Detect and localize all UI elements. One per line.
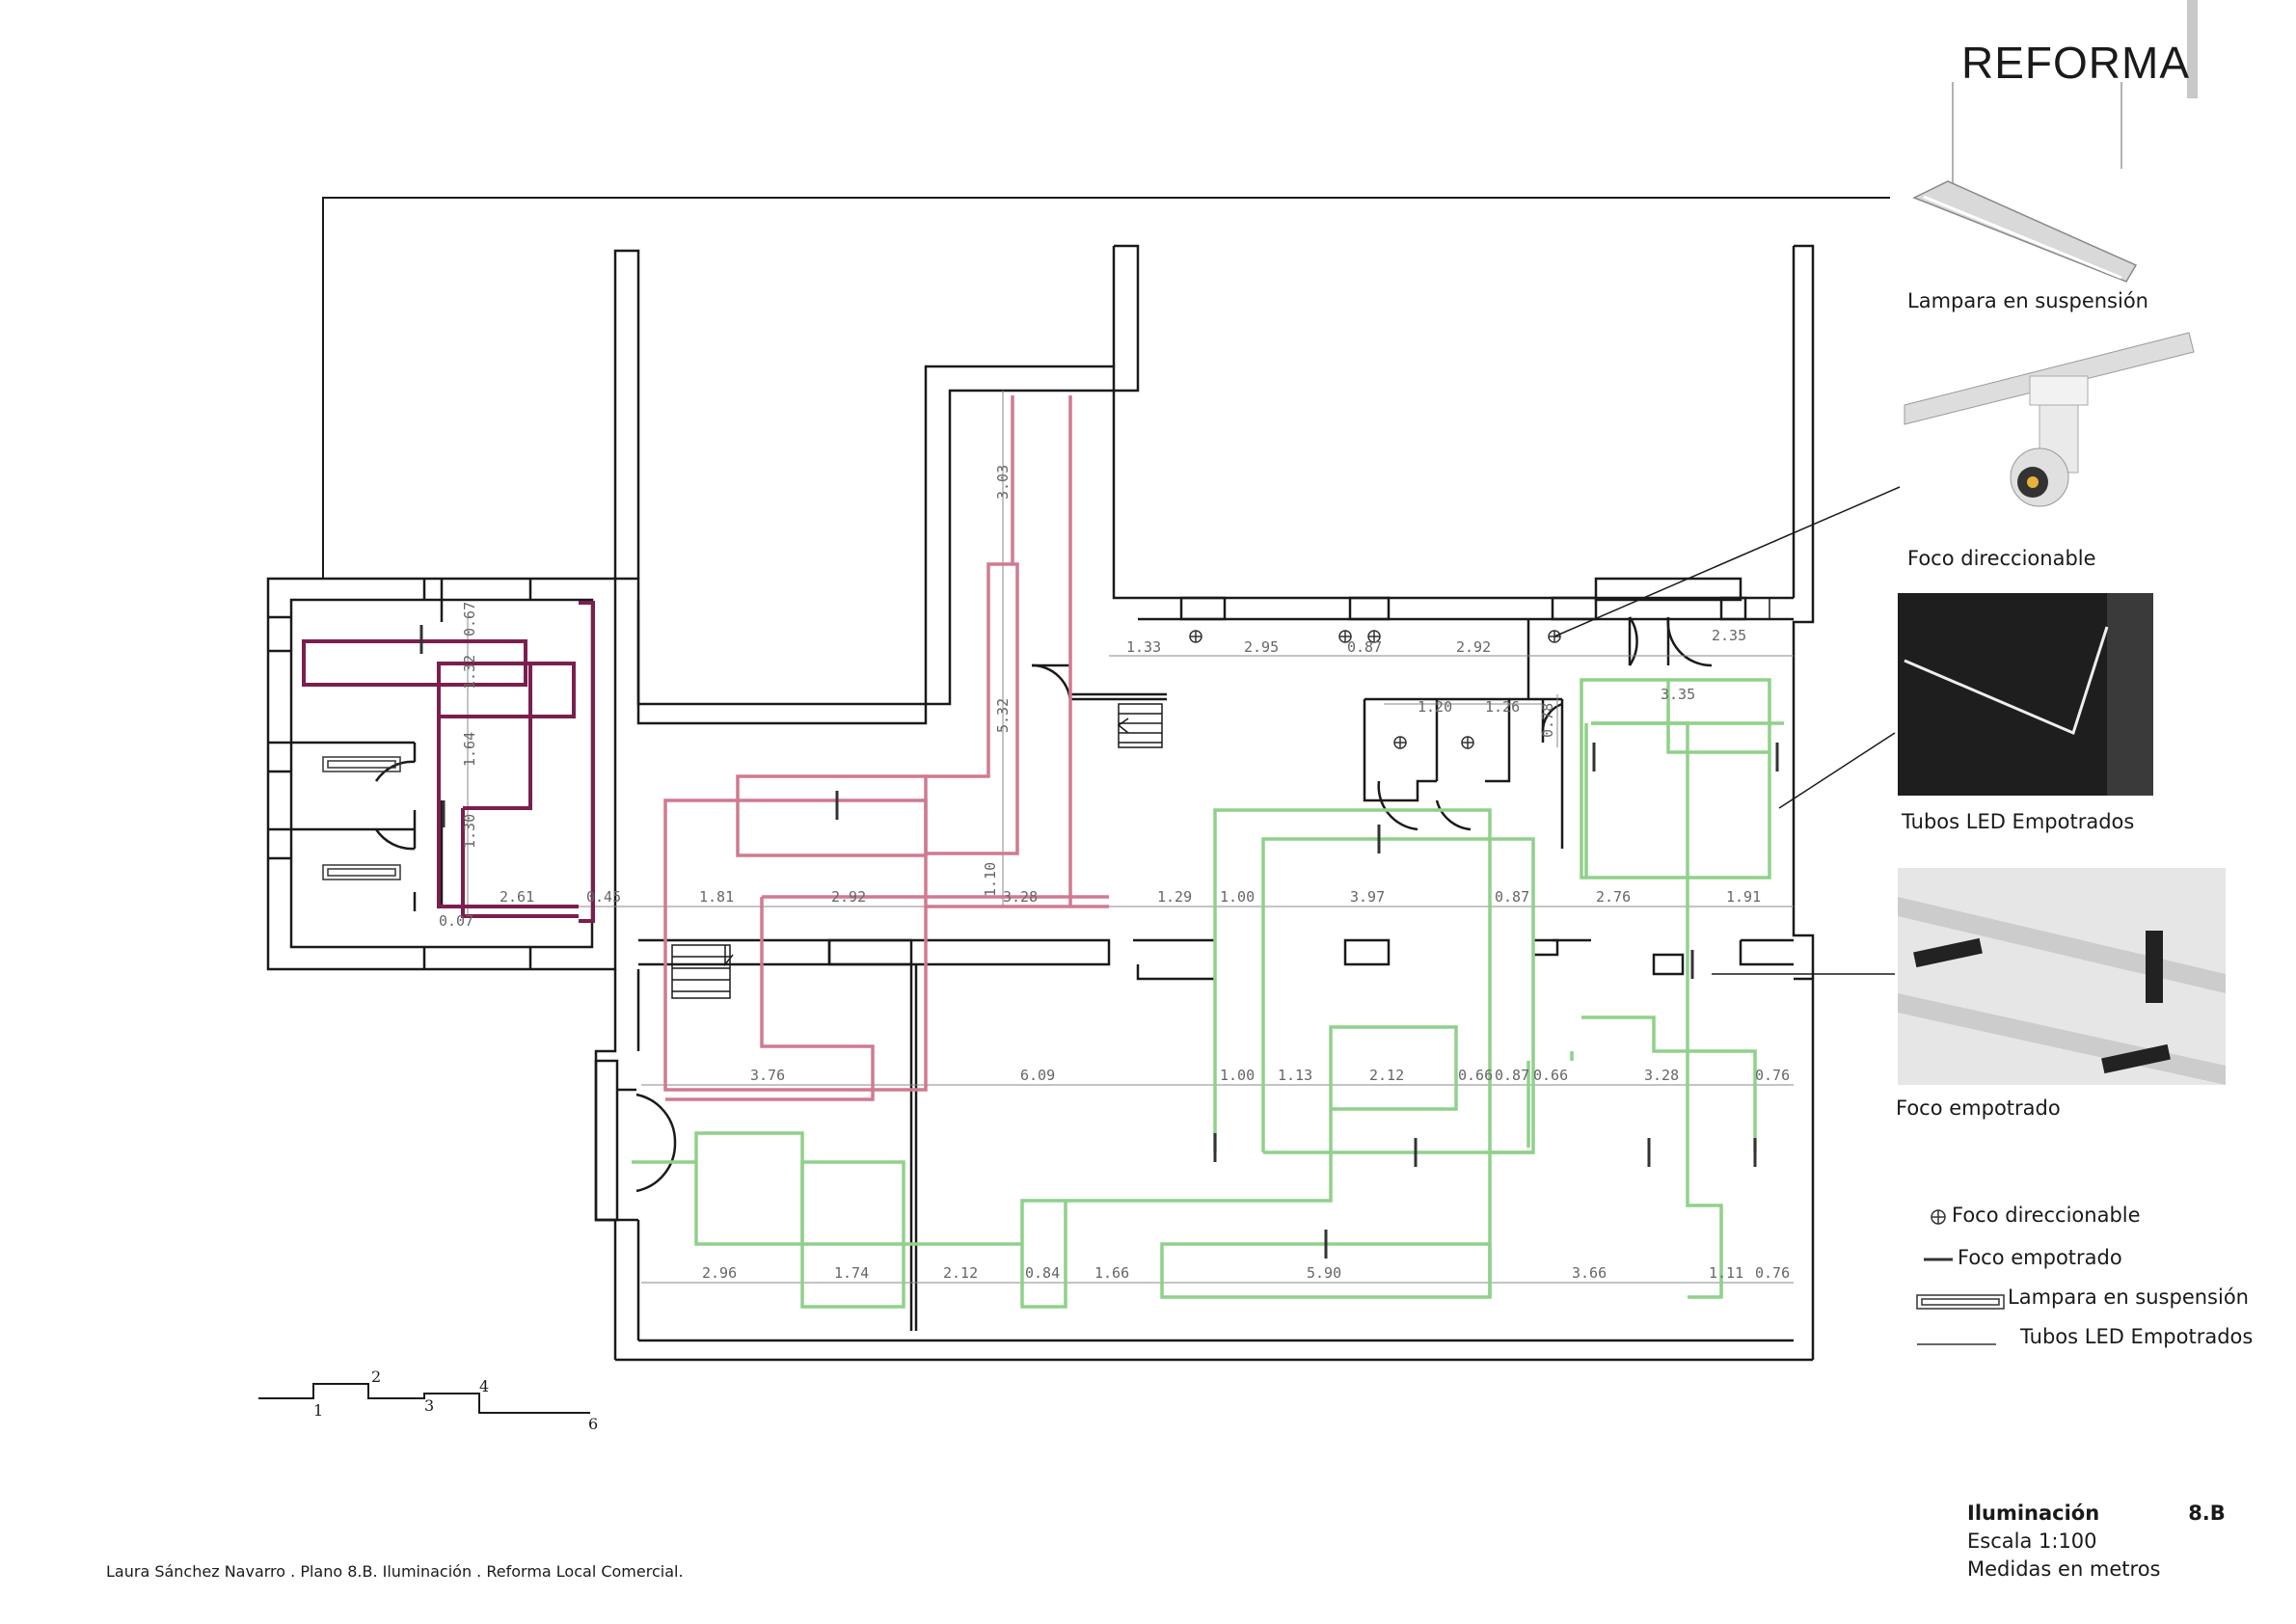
dimension-lines (439, 391, 1794, 1284)
dim-3-28b: 3.28 (1644, 1067, 1679, 1084)
dim-1-66: 1.66 (1094, 1264, 1129, 1282)
dim-0-45: 0.45 (586, 888, 621, 906)
dim-2-96: 2.96 (702, 1264, 737, 1282)
dim-2-12b: 2.12 (943, 1264, 978, 1282)
dim-1-91: 1.91 (1726, 888, 1761, 906)
stairs (671, 703, 1163, 999)
dim-1-26: 1.26 (1485, 698, 1520, 716)
legend-symbols (1916, 1209, 2005, 1345)
dim-1-20: 1.20 (1418, 698, 1452, 716)
dim-0-66: 0.66 (1458, 1067, 1493, 1084)
main-walls (594, 244, 1815, 1362)
dim-5-32: 5.32 (994, 698, 1012, 733)
leader-lines (1553, 486, 1901, 975)
dim-3-76: 3.76 (750, 1067, 785, 1084)
dim-1-64: 1.64 (461, 732, 478, 767)
dim-0-87: 0.87 (1347, 638, 1382, 656)
photo-caption-spotlight: Foco direccionable (1907, 547, 2096, 570)
footer-credit: Laura Sánchez Navarro . Plano 8.B. Ilumi… (106, 1562, 684, 1581)
led-tubes-purple (302, 601, 595, 923)
dim-6-09: 6.09 (1020, 1067, 1055, 1084)
led-tubes-pink (663, 395, 1109, 1101)
dim-1-32: 1.32 (461, 655, 478, 690)
sheet-info: Iluminación 8.B Escala 1:100 Medidas en m… (1967, 1500, 2226, 1583)
section-mark-2: 2 (371, 1367, 381, 1386)
dim-1-81: 1.81 (699, 888, 734, 906)
dim-0-67: 0.67 (461, 602, 478, 636)
dim-2-92: 2.92 (1456, 638, 1491, 656)
dim-2-35: 2.35 (1712, 627, 1746, 644)
dim-0-76: 0.76 (1755, 1067, 1790, 1084)
sheet-number: 8.B (2188, 1502, 2226, 1525)
dim-3-35: 3.35 (1661, 686, 1695, 703)
section-mark-6: 6 (588, 1415, 598, 1433)
suspension-lamps-plan (322, 756, 401, 880)
dim-1-00: 1.00 (1220, 888, 1255, 906)
walls (266, 577, 617, 971)
dim-3-28: 3.28 (1003, 888, 1038, 906)
dim-3-03: 3.03 (994, 465, 1012, 500)
dim-2-92b: 2.92 (831, 888, 866, 906)
dim-5-90: 5.90 (1307, 1264, 1341, 1282)
section-marker-labels: 1 2 3 4 6 (313, 1367, 598, 1433)
dim-2-95: 2.95 (1244, 638, 1279, 656)
legend-directional: Foco direccionable (1952, 1204, 2141, 1227)
site-boundary (322, 197, 1890, 579)
dim-2-76: 2.76 (1596, 888, 1631, 906)
dim-1-13: 1.13 (1278, 1067, 1312, 1084)
photo-caption-recessed: Foco empotrado (1896, 1096, 2061, 1120)
dim-0-84: 0.84 (1025, 1264, 1060, 1282)
dim-3-97: 3.97 (1350, 888, 1385, 906)
legend-recessed-spot: Foco empotrado (1958, 1246, 2122, 1269)
legend-suspension: Lampara en suspensión (2008, 1286, 2249, 1309)
dim-0-76b: 0.76 (1755, 1264, 1790, 1282)
recessed-spots (419, 625, 1779, 1259)
section-marker (258, 1383, 590, 1414)
recessed-spot-photo (1898, 868, 2226, 1085)
dim-1-29: 1.29 (1157, 888, 1192, 906)
led-tubes-green (632, 678, 1784, 1309)
dim-2-12: 2.12 (1369, 1067, 1404, 1084)
dim-0-78: 0.78 (1539, 703, 1556, 738)
dim-1-33: 1.33 (1126, 638, 1161, 656)
track-spotlight-photo (1904, 332, 2195, 507)
legend-led-tubes: Tubos LED Empotrados (2020, 1325, 2254, 1348)
photo-caption-suspension: Lampara en suspensión (1907, 289, 2148, 312)
title-accent-bar (2187, 0, 2198, 98)
dim-1-11: 1.11 (1709, 1264, 1743, 1282)
dim-0-66b: 0.66 (1533, 1067, 1568, 1084)
dim-1-10: 1.10 (982, 862, 999, 897)
suspension-lamp-photo (1912, 82, 2138, 283)
photo-caption-led: Tubos LED Empotrados (1902, 810, 2135, 833)
section-mark-3: 3 (424, 1396, 434, 1415)
section-mark-4: 4 (479, 1377, 489, 1395)
dim-3-66: 3.66 (1572, 1264, 1607, 1282)
sheet-units: Medidas en metros (1967, 1557, 2161, 1581)
recessed-led-tube-photo (1898, 593, 2153, 796)
dim-0-07: 0.07 (439, 912, 473, 930)
sheet-name: Iluminación (1967, 1502, 2100, 1525)
dim-1-74: 1.74 (834, 1264, 869, 1282)
section-mark-1: 1 (313, 1401, 323, 1420)
dim-1-30: 1.30 (461, 814, 478, 849)
dim-2-61: 2.61 (500, 888, 534, 906)
dim-0-87c: 0.87 (1495, 1067, 1529, 1084)
page-title: REFORMA (1961, 38, 2190, 88)
sheet-scale: Escala 1:100 (1967, 1529, 2097, 1553)
dimension-labels: 1.33 2.95 0.87 2.92 2.35 1.20 1.26 0.78 … (439, 465, 1790, 1282)
dim-1-00b: 1.00 (1220, 1067, 1255, 1084)
dim-0-87b: 0.87 (1495, 888, 1529, 906)
